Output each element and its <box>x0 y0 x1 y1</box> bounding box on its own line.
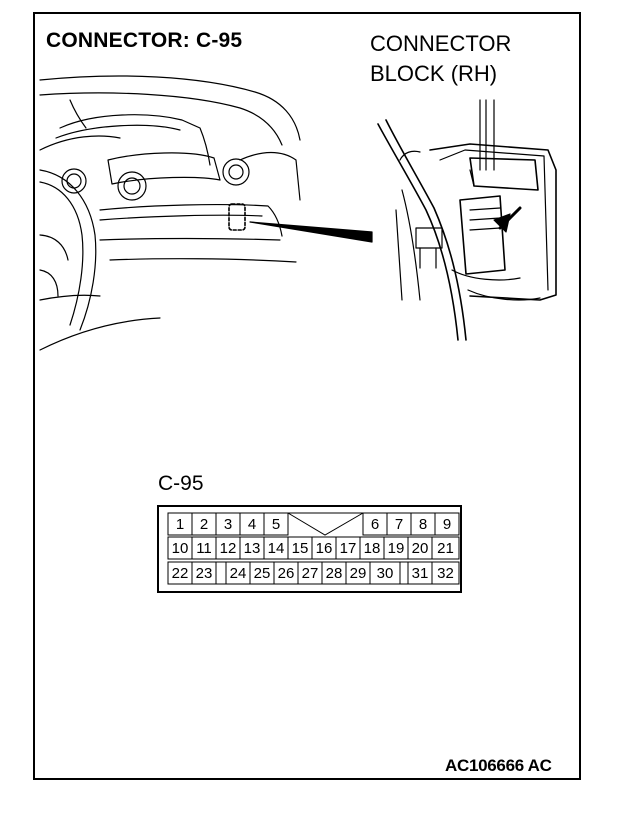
pin-25: 25 <box>253 565 271 582</box>
pin-20: 20 <box>411 540 429 557</box>
pin-3: 3 <box>223 516 233 533</box>
pin-15: 15 <box>291 540 309 557</box>
pin-6: 6 <box>370 516 380 533</box>
pin-24: 24 <box>229 565 247 582</box>
pin-1: 1 <box>175 516 185 533</box>
figure-code: AC106666 AC <box>445 756 552 775</box>
pin-32: 32 <box>437 565 454 582</box>
pin-2: 2 <box>199 516 209 533</box>
pin-cell <box>431 561 460 585</box>
pin-13: 13 <box>243 540 261 557</box>
pin-22: 22 <box>171 565 189 582</box>
diagram-frame <box>33 12 581 780</box>
keying-notch <box>287 512 364 536</box>
pin-30: 30 <box>376 565 394 582</box>
connector-label: C-95 <box>158 472 204 495</box>
pin-21: 21 <box>437 540 454 557</box>
pin-10: 10 <box>171 540 189 557</box>
pin-14: 14 <box>267 540 285 557</box>
pin-cell <box>263 512 289 536</box>
pin-4: 4 <box>247 516 257 533</box>
pin-23: 23 <box>195 565 213 582</box>
pin-16: 16 <box>315 540 333 557</box>
pin-19: 19 <box>387 540 405 557</box>
pin-12: 12 <box>219 540 237 557</box>
pin-11: 11 <box>196 540 212 557</box>
pin-28: 28 <box>325 565 343 582</box>
pin-cell <box>431 536 460 560</box>
pin-9: 9 <box>442 516 452 533</box>
connector-face-outline <box>157 505 462 593</box>
location-label-line2: BLOCK (RH) <box>370 61 498 86</box>
pin-8: 8 <box>418 516 428 533</box>
pin-5: 5 <box>271 516 281 533</box>
pin-29: 29 <box>349 565 367 582</box>
pin-cell <box>434 512 460 536</box>
pin-7: 7 <box>394 516 404 533</box>
pin-26: 26 <box>277 565 295 582</box>
empty-cavity <box>399 561 409 585</box>
pin-27: 27 <box>301 565 319 582</box>
pin-31: 31 <box>411 565 429 582</box>
pin-18: 18 <box>363 540 381 557</box>
location-label-line1: CONNECTOR <box>370 31 512 56</box>
connector-title: CONNECTOR: C-95 <box>46 29 243 52</box>
pin-17: 17 <box>339 540 357 557</box>
empty-cavity <box>215 561 227 585</box>
